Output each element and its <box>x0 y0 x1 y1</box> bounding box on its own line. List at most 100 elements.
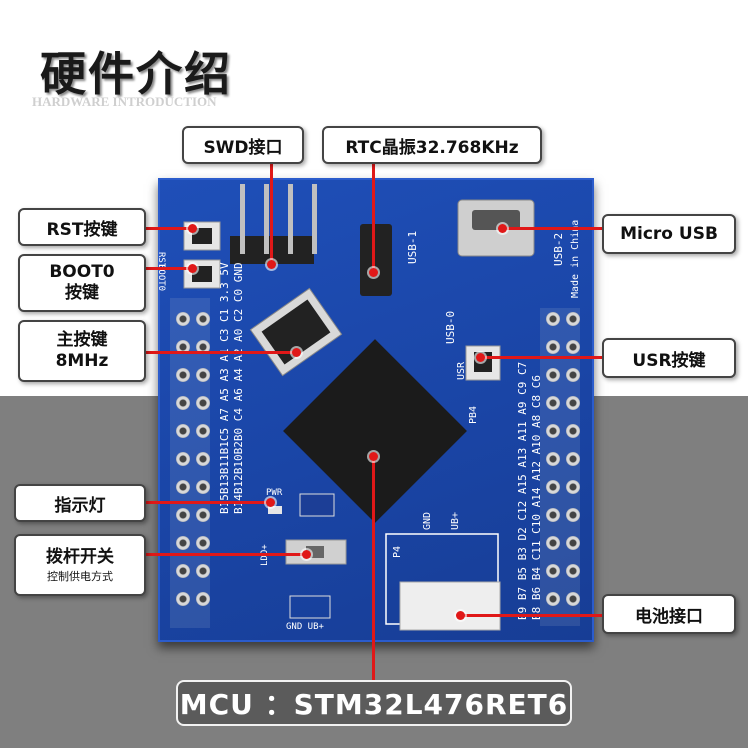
pinhole <box>176 480 190 494</box>
pinhole <box>566 480 580 494</box>
boot0-label-line1: BOOT0 <box>49 261 115 282</box>
pinhole <box>196 480 210 494</box>
boot0-leader-line <box>146 267 192 270</box>
mcu-label: MCU ：STM32L476RET6 <box>176 680 572 726</box>
silk-left-bottom: B14B12B10B2B0 C4 A6 A4 A2 A0 C2 C0 GND <box>232 262 245 514</box>
pinhole <box>546 424 560 438</box>
mcu-leader-line <box>372 456 375 680</box>
pinhole <box>176 368 190 382</box>
pinhole <box>566 396 580 410</box>
micro-usb-connector <box>457 199 535 257</box>
main-crystal-label-line1: 主按键 <box>56 329 108 350</box>
pinhole <box>176 564 190 578</box>
pinhole <box>566 508 580 522</box>
usr-leader-dot <box>476 353 485 362</box>
pinhole <box>196 592 210 606</box>
swd-label: SWD接口 <box>182 126 304 164</box>
silk-gnd: GND <box>422 511 433 530</box>
usr-leader-line <box>480 356 602 359</box>
mcu-chip <box>283 339 467 523</box>
silk-usr: USR <box>456 361 467 380</box>
rst-leader-line <box>146 227 192 230</box>
silk-ub: UB+ <box>450 511 461 530</box>
pinhole <box>196 508 210 522</box>
pinhole <box>196 312 210 326</box>
toggle-label: 拨杆开关 控制供电方式 <box>14 534 146 596</box>
pinhole <box>196 564 210 578</box>
usr-button <box>465 345 501 381</box>
main-crystal <box>249 287 343 377</box>
usb-leader-dot <box>498 224 507 233</box>
rtc-leader-dot <box>369 268 378 277</box>
main-leader-dot <box>292 348 301 357</box>
swd-leader-line <box>270 162 273 264</box>
battery-leader-line <box>460 614 602 617</box>
pinhole <box>176 396 190 410</box>
rst-button <box>183 221 221 251</box>
pinhole <box>546 564 560 578</box>
boot0-button <box>183 259 221 289</box>
pinhole <box>176 592 190 606</box>
page-subtitle: HARDWARE INTRODUCTION <box>32 94 217 109</box>
silk-right-bottom: B8 B6 B4 C11 C10 A14 A12 A10 A8 C8 C6 <box>530 374 543 620</box>
toggle-label-line2: 控制供电方式 <box>47 569 113 583</box>
pinhole <box>566 592 580 606</box>
pinhole <box>546 592 560 606</box>
pinhole <box>546 368 560 382</box>
silk-right-top: B9 B7 B5 B3 D2 C12 A15 A13 A11 A9 C9 C7 <box>516 361 529 620</box>
boot0-label: BOOT0 按键 <box>18 254 146 312</box>
main-leader-line <box>146 351 296 354</box>
boot0-leader-dot <box>188 264 197 273</box>
swd-header <box>230 184 317 264</box>
pinhole <box>196 424 210 438</box>
silk-pb4: PB4 <box>468 405 479 424</box>
pinhole <box>566 340 580 354</box>
battery-label: 电池接口 <box>602 594 736 634</box>
rtc-crystal <box>360 224 392 296</box>
pinhole <box>566 424 580 438</box>
usr-label: USR按键 <box>602 338 736 378</box>
pinhole <box>196 536 210 550</box>
pinhole <box>566 536 580 550</box>
pinhole <box>176 340 190 354</box>
page-title: 硬件介绍 <box>40 47 232 101</box>
pinhole <box>546 480 560 494</box>
pinhole <box>546 340 560 354</box>
usb-leader-line <box>502 227 602 230</box>
pinhole <box>546 396 560 410</box>
pinhole <box>566 452 580 466</box>
pinhole <box>566 368 580 382</box>
indicator-leader-line <box>146 501 270 504</box>
pinhole <box>176 424 190 438</box>
rtc-label: RTC晶振32.768KHz <box>322 126 542 164</box>
indicator-leader-dot <box>266 498 275 507</box>
silk-left-top: B15B13B11B1C5 A7 A5 A3 A1 C3 C1 3.3 5V <box>218 262 231 514</box>
pinhole <box>546 312 560 326</box>
pinhole <box>566 312 580 326</box>
toggle-switch <box>285 539 347 565</box>
swd-leader-dot <box>267 260 276 269</box>
toggle-leader-dot <box>302 550 311 559</box>
pinhole <box>546 536 560 550</box>
pwr-led <box>268 493 335 517</box>
gnd-ub-pads <box>289 595 331 619</box>
boot0-label-line2: 按键 <box>64 283 99 303</box>
pinhole <box>196 452 210 466</box>
micro-usb-label: Micro USB <box>602 214 736 254</box>
pinhole <box>196 340 210 354</box>
indicator-label: 指示灯 <box>14 484 146 522</box>
pcb-board: B15B13B11B1C5 A7 A5 A3 A1 C3 C1 3.3 5V B… <box>156 178 594 642</box>
main-crystal-label: 主按键 8MHz <box>18 320 146 382</box>
silk-gnd-ub: GND UB+ <box>286 622 324 632</box>
pinhole <box>546 452 560 466</box>
silk-made-in: Made in China <box>570 219 581 298</box>
pinhole <box>546 508 560 522</box>
silk-usb0: USB-0 <box>444 310 457 344</box>
pinhole <box>176 508 190 522</box>
rst-label: RST按键 <box>18 208 146 246</box>
rtc-leader-line <box>372 162 375 272</box>
silk-pwr: PWR <box>266 488 283 498</box>
toggle-leader-line <box>146 553 306 556</box>
pinhole <box>196 368 210 382</box>
pinhole <box>176 312 190 326</box>
